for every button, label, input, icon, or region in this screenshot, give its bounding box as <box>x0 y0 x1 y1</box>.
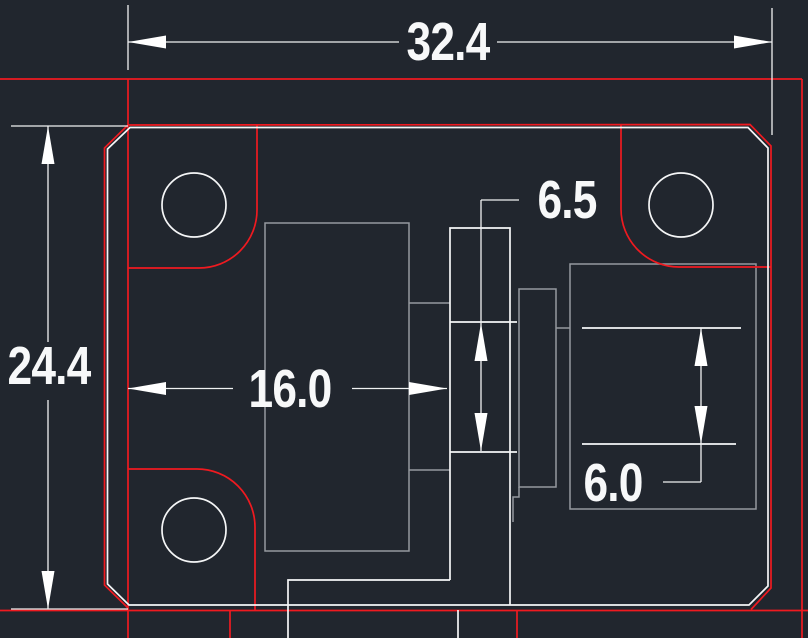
dim-label-overall-height: 24.4 <box>7 336 92 396</box>
arrowhead-left <box>128 382 166 395</box>
dimension-overall-height <box>11 125 128 610</box>
mounting-hole-bottom-left <box>161 497 227 563</box>
red-highlight-geometry <box>0 78 808 638</box>
connector-plug-body <box>518 288 557 488</box>
arrowhead-up <box>41 126 55 164</box>
arrowhead-right <box>734 35 772 49</box>
part-outline-red <box>103 123 772 611</box>
arrowhead-up <box>474 323 488 361</box>
corner-pocket-top-left <box>128 125 258 269</box>
dimension-body-width <box>128 382 447 395</box>
dim-label-overall-width: 32.4 <box>406 12 491 72</box>
white-part-geometry <box>106 126 769 638</box>
plug-lower-step <box>512 487 520 522</box>
arrowhead-down <box>694 406 708 444</box>
arrowhead-up <box>694 328 708 366</box>
part-outline-white <box>106 126 769 606</box>
arrowhead-down <box>474 413 488 451</box>
cable-exit-step <box>287 579 450 638</box>
corner-pocket-top-right <box>620 125 771 268</box>
dimension-connector-height <box>474 199 519 451</box>
dimension-socket-height <box>663 328 708 483</box>
corner-pocket-bottom-left <box>128 468 256 610</box>
arrowhead-right <box>409 382 447 395</box>
mounting-hole-top-left <box>161 172 227 238</box>
mounting-hole-top-right <box>648 172 714 238</box>
dim-label-socket-height: 6.0 <box>583 453 643 513</box>
right-socket-body <box>569 263 757 510</box>
dim-label-body-width: 16.0 <box>248 359 333 419</box>
dim-label-connector-height: 6.5 <box>537 170 597 230</box>
arrowhead-down <box>41 571 55 609</box>
dimension-overall-width <box>127 5 773 135</box>
arrowhead-left <box>128 35 166 49</box>
connector-housing <box>449 227 511 605</box>
